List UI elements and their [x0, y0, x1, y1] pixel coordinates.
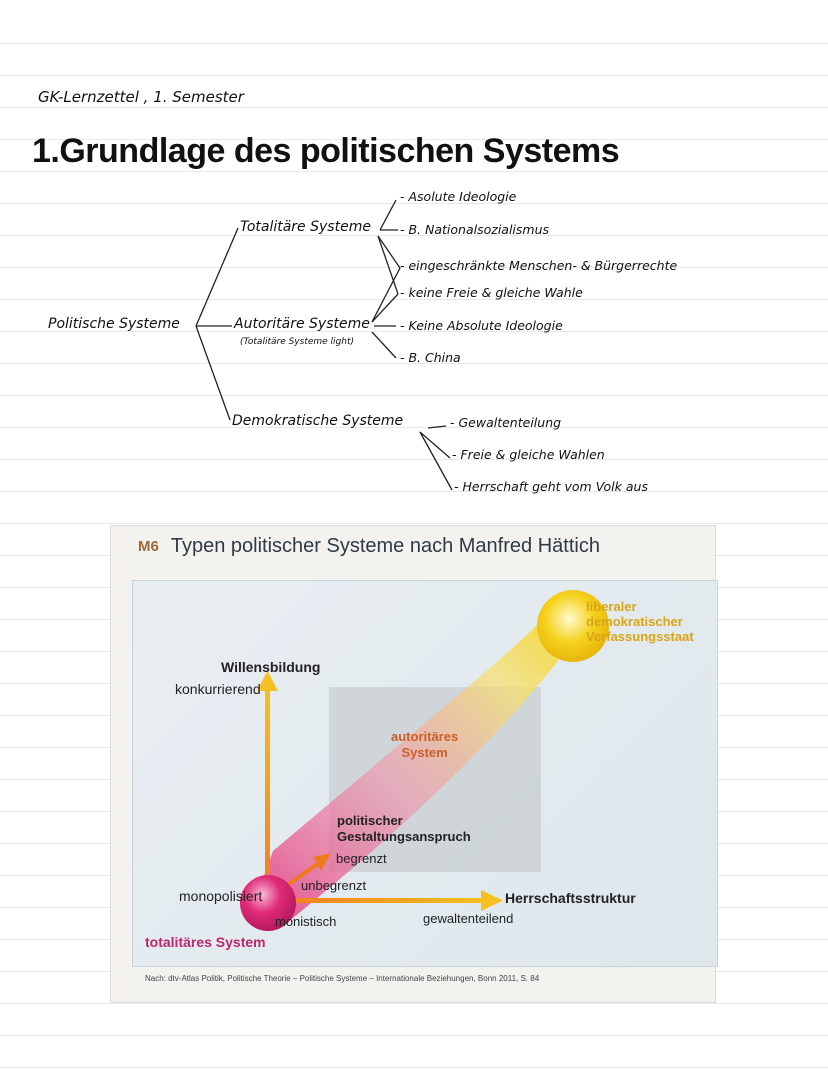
connector-dem-1 [427, 425, 447, 429]
autoritaer-item-beispiel: - B. China [400, 350, 461, 365]
figure-title: Typen politischer Systeme nach Manfred H… [170, 535, 600, 557]
label-begrenzt: begrenzt [336, 851, 387, 866]
y-axis-arrowhead [257, 671, 278, 691]
connector-aut-shared-2 [371, 293, 399, 323]
totalitaer-item-ideologie: - Asolute Ideologie [400, 189, 517, 204]
tree-root-label: Politische Systeme [48, 316, 180, 332]
figure-credit: Nach: dtv-Atlas Politik, Politische Theo… [145, 974, 540, 983]
label-konkurrierend: konkurrierend [175, 681, 261, 697]
textbook-figure: M6 Typen politischer Systeme nach Manfre… [110, 525, 718, 1003]
connector-root-totalitaer [195, 227, 239, 327]
demokratisch-item-herrschaft: - Herrschaft geht vom Volk aus [454, 479, 648, 494]
label-unbegrenzt: unbegrenzt [301, 878, 367, 893]
connector-aut-2 [371, 331, 397, 359]
connector-tot-shared-1 [377, 235, 401, 269]
figure-panel: liberaler demokratischer Verfassungsstaa… [132, 580, 718, 967]
autoritaer-item-ideologie: - Keine Absolute Ideologie [400, 318, 563, 333]
figure-header: M6 Typen politischer Systeme nach Manfre… [138, 535, 600, 558]
mindmap-connectors [195, 199, 453, 491]
autoritaer-note: (Totalitäre Systeme light) [240, 337, 355, 347]
connector-dem-3 [419, 431, 453, 491]
label-autoritaer: autoritäres System [391, 729, 459, 760]
label-liberal: liberaler demokratischer Verfassungsstaa… [586, 599, 694, 644]
figure-diagram [240, 590, 609, 931]
page-title: 1.Grundlage des politischen Systems [32, 132, 620, 170]
totalitaer-item-beispiel: - B. Nationalsozialismus [400, 222, 550, 237]
y-axis-arrow [265, 689, 270, 901]
system-spectrum-beam [251, 611, 558, 926]
shared-item-wahlen: - keine Freie & gleiche Wahle [400, 285, 583, 300]
connector-dem-2 [419, 431, 451, 459]
label-gestaltungsanspruch: politischer Gestaltungsanspruch [337, 813, 471, 844]
connector-aut-shared-1 [371, 267, 401, 323]
branch-totalitaer-label: Totalitäre Systeme [240, 219, 371, 235]
connector-tot-1 [379, 199, 397, 231]
label-monopolisiert: monopolisiert [179, 888, 263, 904]
connector-tot-shared-2 [377, 235, 399, 295]
label-herrschaftsstruktur: Herrschaftsstruktur [505, 890, 636, 906]
branch-autoritaer-label: Autoritäre Systeme [234, 316, 370, 332]
demokratisch-item-gewaltenteilung: - Gewaltenteilung [450, 415, 562, 430]
figure-badge: M6 [138, 538, 159, 555]
label-gewaltenteilend: gewaltenteilend [423, 911, 514, 926]
liberal-sphere [537, 590, 609, 662]
demokratisch-item-wahlen: - Freie & gleiche Wahlen [452, 447, 605, 462]
x-axis-arrowhead [481, 890, 503, 911]
connector-root-demokratisch [195, 325, 231, 421]
note-subtitle: GK-Lernzettel , 1. Semester [38, 88, 244, 106]
shared-item-rechte: - eingeschränkte Menschen- & Bürgerrecht… [400, 258, 678, 273]
totalitarian-sphere [240, 875, 296, 931]
label-totalitaer: totalitäres System [145, 934, 266, 950]
diagonal-axis-arrowhead [313, 853, 331, 871]
label-willensbildung: Willensbildung [221, 659, 321, 675]
label-monistisch: monistisch [275, 914, 337, 929]
branch-demokratisch-label: Demokratische Systeme [232, 413, 404, 429]
x-axis-arrow [268, 898, 483, 903]
